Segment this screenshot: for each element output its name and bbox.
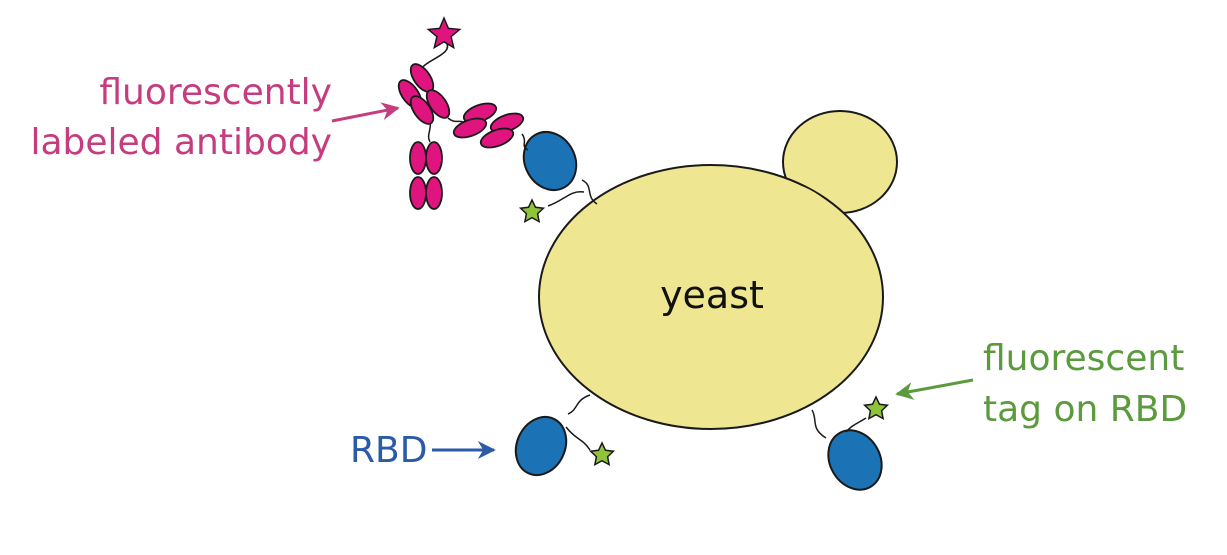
antibody-label-line1: fluorescently bbox=[99, 72, 332, 113]
tag-label-line1: fluorescent bbox=[983, 338, 1184, 379]
yeast-label: yeast bbox=[660, 273, 764, 317]
tag-star-icon bbox=[588, 441, 616, 467]
rbd-top-tag bbox=[518, 191, 585, 224]
rbd-bottom-right-tag-linker bbox=[845, 417, 867, 433]
rbd-bottom-right bbox=[811, 395, 890, 491]
antibody-domain bbox=[409, 141, 427, 175]
tag-star-icon bbox=[862, 395, 890, 421]
antibody-domain bbox=[409, 176, 427, 210]
antibody-domain bbox=[425, 141, 443, 175]
yeast-mother-cell bbox=[538, 164, 884, 430]
antibody-domain bbox=[452, 117, 488, 139]
tag-arrow bbox=[895, 378, 974, 400]
antibody-arrow bbox=[331, 102, 400, 123]
rbd-callout: RBD bbox=[350, 430, 496, 471]
yeast-cell: yeast bbox=[538, 110, 898, 430]
rbd-bottom-left-tag-linker bbox=[565, 426, 591, 451]
rbd-top-tag-linker bbox=[547, 191, 585, 207]
rbd-top-domain bbox=[522, 131, 578, 191]
yeast-seam-cover bbox=[770, 182, 858, 250]
rbd-bottom-right-linker bbox=[811, 409, 827, 439]
rbd-bottom-right-domain bbox=[827, 429, 883, 491]
rbd-top-linker bbox=[581, 179, 598, 205]
antibody-domain bbox=[425, 89, 451, 119]
antibody bbox=[397, 16, 529, 210]
antibody-domain bbox=[425, 176, 443, 210]
rbd-label: RBD bbox=[350, 430, 427, 471]
tag-star-icon bbox=[518, 198, 546, 224]
rbd-bottom-left-linker bbox=[567, 394, 591, 415]
rbd-top bbox=[522, 131, 598, 205]
antibody-rbd-linker bbox=[521, 133, 529, 151]
antibody-fluorophore-star-icon bbox=[426, 16, 462, 50]
antibody-callout: fluorescently labeled antibody bbox=[30, 72, 400, 163]
rbd-bottom-left-domain bbox=[514, 415, 568, 477]
antibody-domain bbox=[479, 127, 515, 149]
rbd-bottom-left bbox=[514, 394, 616, 477]
antibody-label-line2: labeled antibody bbox=[30, 122, 332, 163]
tag-callout: fluorescent tag on RBD bbox=[895, 338, 1187, 430]
tag-label-line2: tag on RBD bbox=[983, 389, 1187, 430]
